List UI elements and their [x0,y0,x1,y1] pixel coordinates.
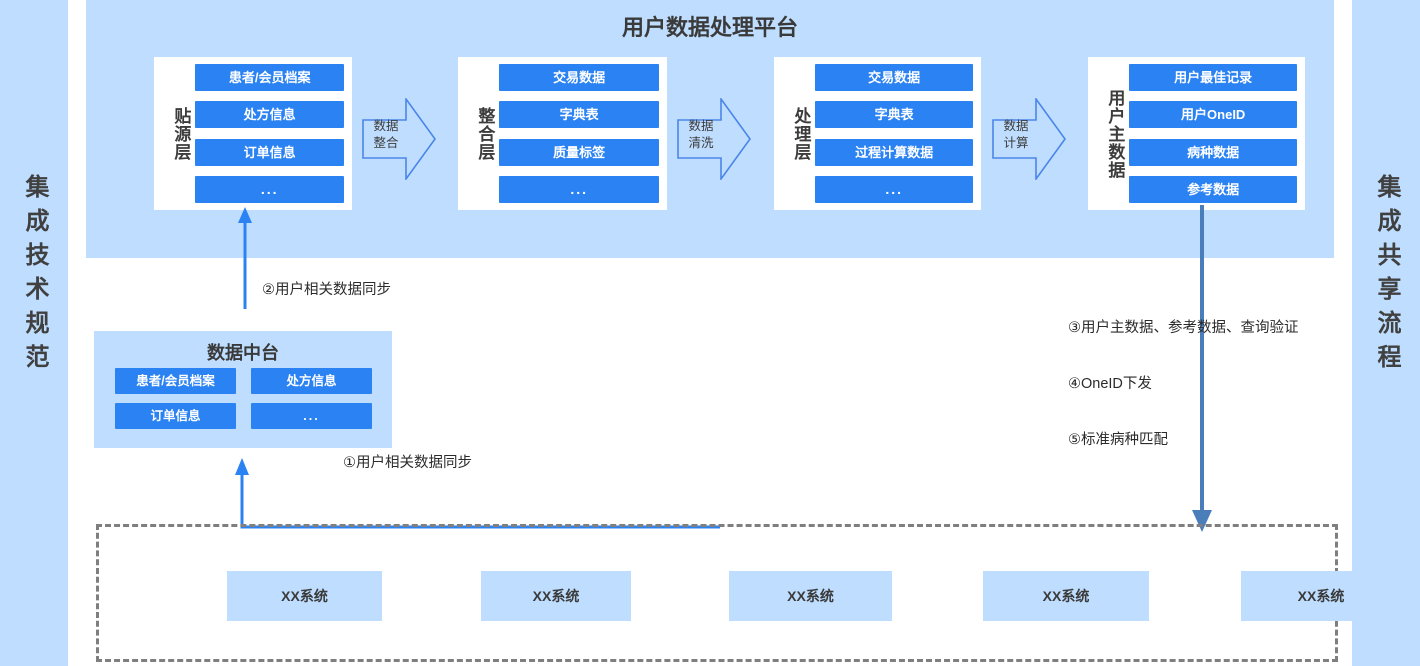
layer-chip[interactable]: 字典表 [499,101,659,129]
layer-name: 整合层 [475,106,495,161]
layer-chip[interactable]: 患者/会员档案 [195,63,344,91]
system-box[interactable]: XX系统 [227,571,382,621]
block-arrow-icon [362,98,436,180]
left-band-label: 集成技术规范 [21,174,48,378]
datacenter-chip-more[interactable]: ... [251,403,372,429]
process-arrow-data-cleaning: 数据 清洗 [677,98,751,180]
layer-item-list: 用户最佳记录 用户OneID 病种数据 参考数据 [1129,63,1297,204]
arrow-label-line2: 计算 [1003,135,1029,150]
connector-arrow-up-to-source-layer [238,207,252,309]
system-box[interactable]: XX系统 [481,571,631,621]
layer-chip[interactable]: 交易数据 [815,63,973,91]
layer-chip[interactable]: 过程计算数据 [815,138,973,166]
arrow-label: 数据 清洗 [679,118,723,151]
layer-chip[interactable]: 订单信息 [195,138,344,166]
block-arrow-icon [677,98,751,180]
right-vertical-band: 集成共享流程 [1352,0,1420,666]
data-middle-platform-title: 数据中台 [207,343,279,363]
data-middle-platform-panel: 数据中台 患者/会员档案 处方信息 订单信息 ... [94,331,392,448]
datacenter-chip[interactable]: 订单信息 [115,403,236,429]
layer-chip[interactable]: 字典表 [815,101,973,129]
source-systems-container: XX系统 XX系统 XX系统 XX系统 XX系统 [96,524,1401,662]
layer-chip-more[interactable]: ... [499,176,659,204]
note-user-data-sync-2: ②用户相关数据同步 [262,282,391,298]
layer-name: 处理层 [791,106,811,161]
layer-chip[interactable]: 参考数据 [1129,176,1297,204]
layer-chip[interactable]: 质量标签 [499,138,659,166]
arrow-label-line1: 数据 [688,119,714,133]
datacenter-chip[interactable]: 处方信息 [251,368,372,394]
layer-card-integration: 整合层 交易数据 字典表 质量标签 ... [458,57,667,210]
layer-chip-more[interactable]: ... [815,176,973,204]
datacenter-chip[interactable]: 患者/会员档案 [115,368,236,394]
note-master-data-query: ③用户主数据、参考数据、查询验证 [1068,320,1299,336]
system-box[interactable]: XX系统 [1241,571,1401,621]
right-band-label: 集成共享流程 [1373,174,1400,378]
arrow-label-line2: 整合 [373,135,399,150]
platform-title: 用户数据处理平台 [621,15,798,40]
connector-arrow-down-to-systems [1192,205,1212,532]
note-user-data-sync-1: ①用户相关数据同步 [343,455,472,471]
layer-chip[interactable]: 病种数据 [1129,138,1297,166]
layer-chip[interactable]: 处方信息 [195,101,344,129]
arrow-label-line2: 清洗 [688,135,714,150]
layer-card-user-master-data: 用户主数据 用户最佳记录 用户OneID 病种数据 参考数据 [1088,57,1305,210]
system-box[interactable]: XX系统 [983,571,1149,621]
arrow-label: 数据 整合 [364,118,408,151]
layer-chip[interactable]: 用户最佳记录 [1129,63,1297,91]
layer-chip[interactable]: 用户OneID [1129,101,1297,129]
layer-name: 用户主数据 [1105,88,1125,179]
layer-chip[interactable]: 交易数据 [499,63,659,91]
left-vertical-band: 集成技术规范 [0,0,68,666]
layer-item-list: 交易数据 字典表 质量标签 ... [499,63,659,204]
layer-item-list: 患者/会员档案 处方信息 订单信息 ... [195,63,344,204]
system-box[interactable]: XX系统 [729,571,892,621]
process-arrow-data-computation: 数据 计算 [992,98,1066,180]
note-disease-matching: ⑤标准病种匹配 [1068,432,1168,448]
process-arrow-data-integration: 数据 整合 [362,98,436,180]
arrow-label-line1: 数据 [373,119,399,133]
layer-item-list: 交易数据 字典表 过程计算数据 ... [815,63,973,204]
data-middle-platform-items: 患者/会员档案 处方信息 订单信息 ... [115,368,372,429]
layer-card-processing: 处理层 交易数据 字典表 过程计算数据 ... [774,57,981,210]
connector-arrow-systems-to-datacenter [235,458,720,529]
layer-card-source: 贴源层 患者/会员档案 处方信息 订单信息 ... [154,57,352,210]
layer-chip-more[interactable]: ... [195,176,344,204]
block-arrow-icon [992,98,1066,180]
layer-name: 贴源层 [171,106,191,161]
note-oneid-distribution: ④OneID下发 [1068,376,1152,392]
arrow-label-line1: 数据 [1003,119,1029,133]
arrow-label: 数据 计算 [994,118,1038,151]
